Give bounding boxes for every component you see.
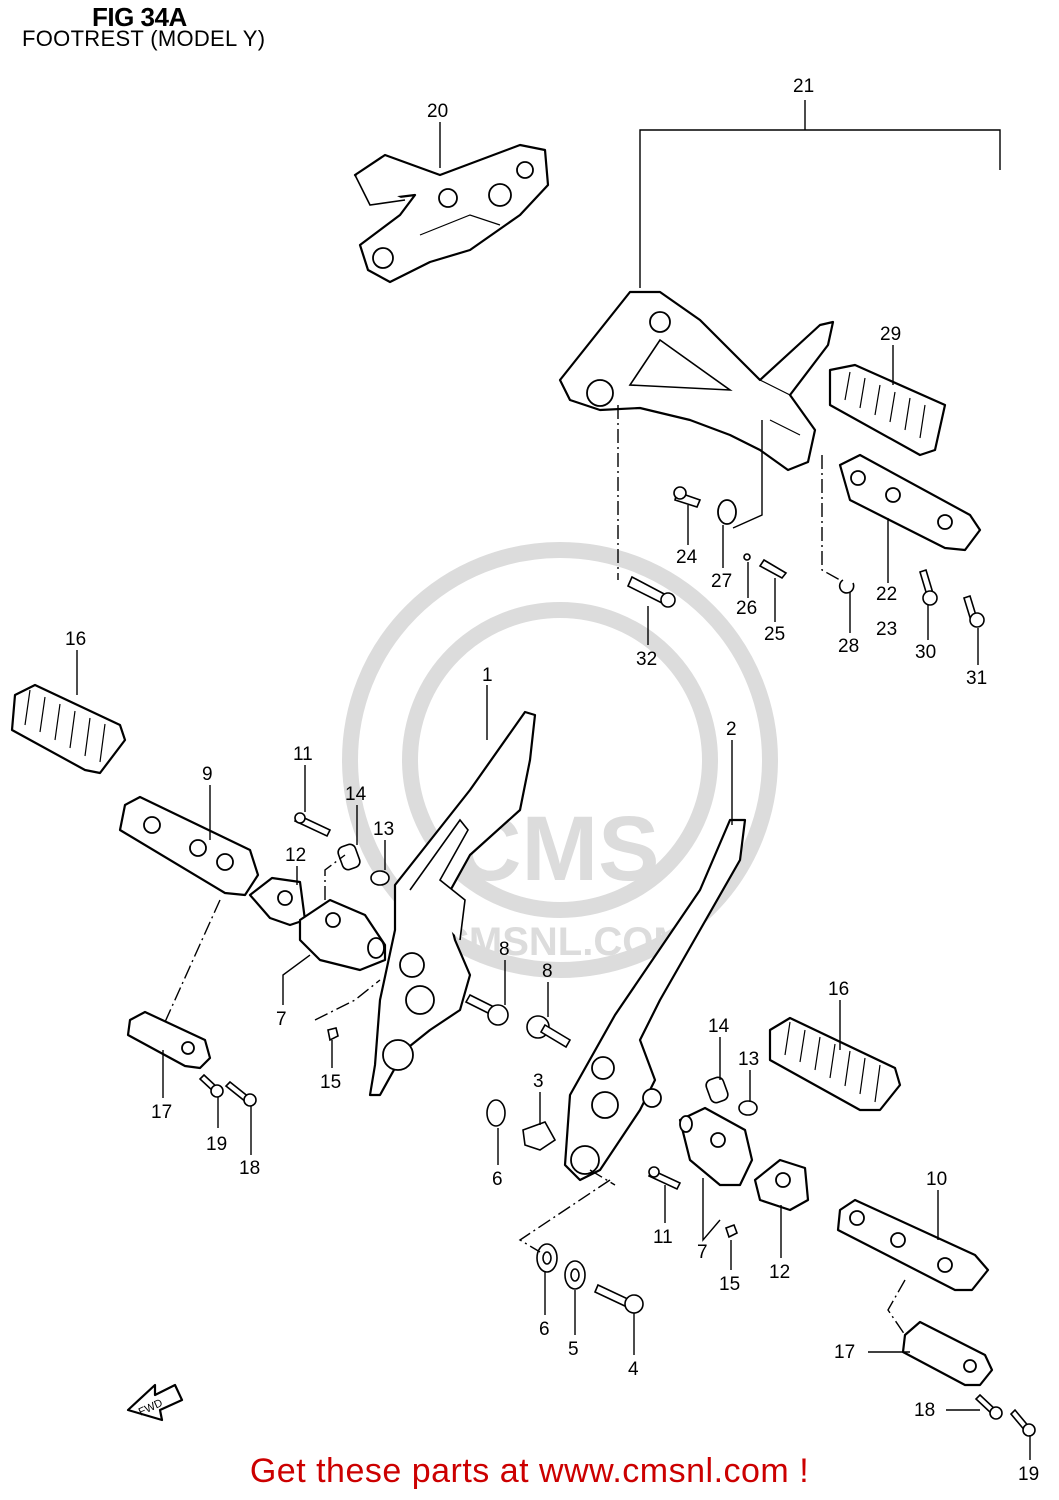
part-12-collar-left <box>248 876 307 927</box>
part-2-right-bracket <box>563 818 747 1182</box>
callout-14-left: 14 <box>345 784 367 805</box>
part-10-footpeg-right <box>836 1198 990 1292</box>
callout-18-right: 18 <box>914 1400 935 1421</box>
callout-18-left: 18 <box>239 1158 260 1179</box>
callout-11-left: 11 <box>293 744 313 765</box>
figure-title: FIG 34A <box>92 2 187 32</box>
parts-4-5-6-right <box>536 1243 644 1314</box>
callout-7-left: 7 <box>276 1009 287 1030</box>
callout-22: 22 <box>876 584 897 605</box>
callout-5: 5 <box>568 1339 579 1360</box>
watermark-url-text: CMSNL.COM <box>440 920 687 964</box>
part-7-pivot-right <box>678 1106 754 1187</box>
callout-7-right: 7 <box>697 1242 708 1263</box>
callout-21: 21 <box>793 76 814 97</box>
callout-31: 31 <box>966 668 987 689</box>
part-17-bracket-left <box>126 1010 212 1070</box>
callout-20: 20 <box>427 101 448 122</box>
part-8-bolt-b <box>526 1015 572 1049</box>
callout-12-left: 12 <box>285 845 306 866</box>
callout-29: 29 <box>880 324 901 345</box>
callout-4: 4 <box>628 1359 639 1380</box>
fwd-direction-arrow: FWD <box>126 1383 184 1422</box>
part-21-bracket <box>558 290 835 472</box>
callout-9: 9 <box>202 764 213 785</box>
callout-6b: 6 <box>539 1319 550 1340</box>
callout-labels: 20 21 29 24 27 26 25 22 23 32 28 30 31 1… <box>65 76 1039 1485</box>
callout-15-left: 15 <box>320 1072 341 1093</box>
part-16-footpeg-rubber-left <box>10 683 127 775</box>
callout-25: 25 <box>764 624 785 645</box>
part-29-footpeg-rubber <box>828 363 947 457</box>
part-20-bracket <box>353 143 550 284</box>
callout-27: 27 <box>711 571 732 592</box>
callout-12-right: 12 <box>769 1262 790 1283</box>
callout-17-right: 17 <box>834 1342 855 1363</box>
figure-subtitle: FOOTREST (MODEL Y) <box>22 26 266 51</box>
callout-8a: 8 <box>499 939 510 960</box>
part-1-left-bracket <box>368 710 537 1097</box>
callout-13-left: 13 <box>373 819 394 840</box>
part-8-bolt-a <box>464 993 509 1026</box>
part-12-collar-right <box>753 1158 810 1212</box>
callout-3: 3 <box>533 1071 544 1092</box>
bolts-18-19-right <box>974 1393 1036 1437</box>
callout-28: 28 <box>838 636 859 657</box>
callout-23: 23 <box>876 619 897 640</box>
callout-8b: 8 <box>542 961 553 982</box>
callout-11-right: 11 <box>653 1227 673 1248</box>
callout-16-right: 16 <box>828 979 849 1000</box>
callout-10: 10 <box>926 1169 947 1190</box>
part-9-footpeg-left <box>118 795 260 897</box>
leader-lines <box>76 100 1031 1460</box>
callout-14-right: 14 <box>708 1016 730 1037</box>
callout-15-right: 15 <box>719 1274 740 1295</box>
part-22-footpeg <box>838 453 982 552</box>
footer-link-text[interactable]: Get these parts at www.cmsnl.com ! <box>249 1452 810 1490</box>
callout-13-right: 13 <box>738 1049 759 1070</box>
small-parts-right <box>486 1076 758 1239</box>
callout-19-right: 19 <box>1018 1464 1039 1485</box>
callout-16-left: 16 <box>65 629 86 650</box>
callout-17-left: 17 <box>151 1102 172 1123</box>
callout-26: 26 <box>736 598 757 619</box>
callout-19-left: 19 <box>206 1134 227 1155</box>
hardware-group-upper <box>626 486 985 628</box>
callout-32: 32 <box>636 649 657 670</box>
part-17-bracket-right <box>901 1320 994 1387</box>
part-16-footpeg-rubber-right <box>768 1016 902 1112</box>
callout-2: 2 <box>726 719 737 740</box>
bolts-18-19-left <box>198 1073 257 1107</box>
cms-watermark: CMS CMSNL.COM <box>342 542 778 978</box>
callout-24: 24 <box>676 547 698 568</box>
callout-6a: 6 <box>492 1169 503 1190</box>
callout-1: 1 <box>482 665 493 686</box>
small-parts-left <box>293 812 390 1042</box>
part-7-pivot-left <box>298 898 387 972</box>
callout-30: 30 <box>915 642 936 663</box>
